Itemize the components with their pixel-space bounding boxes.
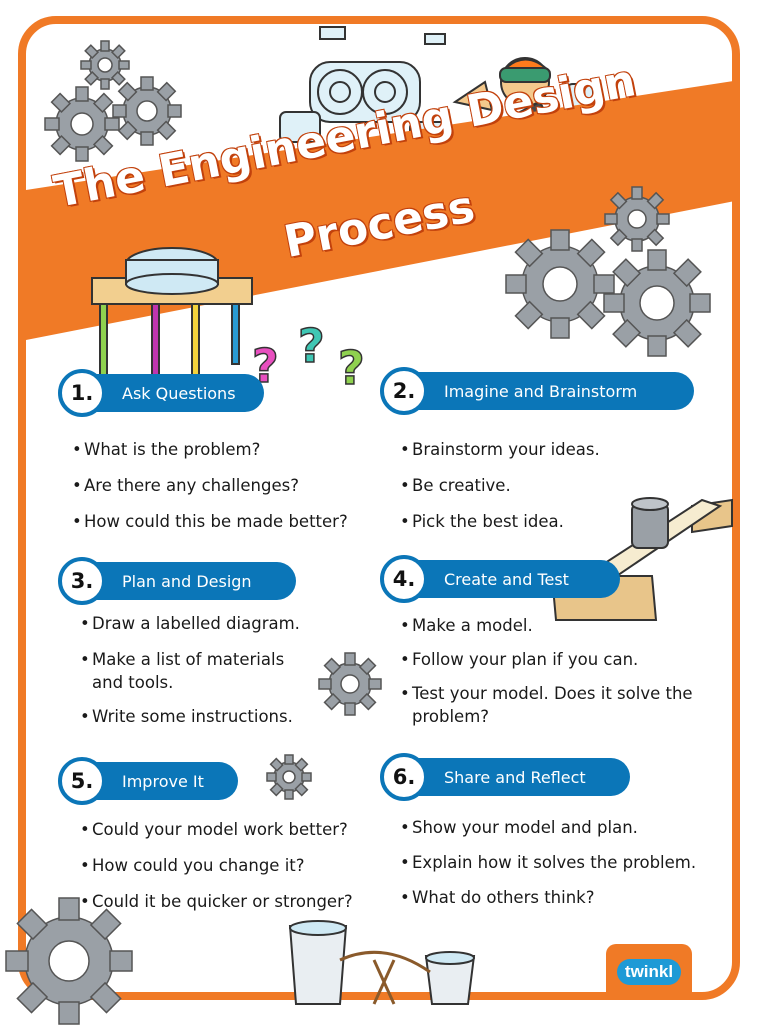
gear-icon bbox=[44, 86, 120, 162]
gear-icon bbox=[112, 76, 182, 146]
list-item: Test your model. Does it solve the probl… bbox=[400, 682, 700, 728]
gear-icon bbox=[603, 249, 711, 357]
list-item: Show your model and plan. bbox=[400, 816, 730, 839]
step-4-list: Make a model. Follow your plan if you ca… bbox=[400, 614, 700, 728]
list-item: Draw a labelled diagram. bbox=[80, 612, 320, 635]
list-item: Brainstorm your ideas. bbox=[400, 438, 730, 461]
step-5-header: 5. Improve It bbox=[58, 757, 238, 805]
step-1-header: 1. Ask Questions bbox=[58, 369, 264, 417]
step-1-list: What is the problem? Are there any chall… bbox=[72, 438, 382, 533]
table-model-illustration bbox=[91, 247, 253, 377]
step-4-number: 4. bbox=[380, 555, 428, 603]
step-5-list: Could your model work better? How could … bbox=[80, 818, 390, 913]
step-3-number: 3. bbox=[58, 557, 106, 605]
step-6-header: 6. Share and Reflect bbox=[380, 753, 630, 801]
gear-icon bbox=[5, 897, 133, 1025]
step-3-header: 3. Plan and Design bbox=[58, 557, 296, 605]
step-3-list: Draw a labelled diagram. Make a list of … bbox=[80, 612, 320, 728]
list-item: Be creative. bbox=[400, 474, 730, 497]
list-item: Make a list of materials and tools. bbox=[80, 648, 320, 694]
step-6-number: 6. bbox=[380, 753, 428, 801]
step-2-label: Imagine and Brainstorm bbox=[444, 381, 638, 401]
list-item: How could this be made better? bbox=[72, 510, 382, 533]
step-6-list: Show your model and plan. Explain how it… bbox=[400, 816, 730, 909]
gear-icon bbox=[604, 186, 670, 252]
list-item: How could you change it? bbox=[80, 854, 390, 877]
gear-icon bbox=[505, 229, 615, 339]
list-item: Could your model work better? bbox=[80, 818, 390, 841]
bridge-model-illustration bbox=[550, 497, 733, 621]
question-mark-icon: ? ? ? bbox=[251, 318, 365, 396]
step-3-label: Plan and Design bbox=[122, 571, 252, 591]
step-1-number: 1. bbox=[58, 369, 106, 417]
list-item: Write some instructions. bbox=[80, 705, 320, 728]
step-2-header: 2. Imagine and Brainstorm bbox=[380, 367, 694, 415]
step-5-number: 5. bbox=[58, 757, 106, 805]
list-item: Make a model. bbox=[400, 614, 700, 637]
step-2-number: 2. bbox=[380, 367, 428, 415]
list-item: Explain how it solves the problem. bbox=[400, 851, 730, 874]
twinkl-logo: twinkl bbox=[606, 944, 692, 1000]
step-1-label: Ask Questions bbox=[122, 383, 236, 403]
list-item: Are there any challenges? bbox=[72, 474, 382, 497]
step-5-label: Improve It bbox=[122, 771, 204, 791]
gear-icon bbox=[266, 754, 312, 800]
twinkl-logo-text: twinkl bbox=[616, 959, 682, 985]
cups-model-illustration bbox=[288, 920, 476, 1005]
list-item: Pick the best idea. bbox=[400, 510, 730, 533]
list-item: What do others think? bbox=[400, 886, 730, 909]
list-item: What is the problem? bbox=[72, 438, 382, 461]
list-item: Follow your plan if you can. bbox=[400, 648, 700, 671]
svg-text:?: ? bbox=[338, 341, 365, 395]
list-item: Could it be quicker or stronger? bbox=[80, 890, 390, 913]
step-4-header: 4. Create and Test bbox=[380, 555, 620, 603]
step-4-label: Create and Test bbox=[444, 569, 569, 589]
gear-icon bbox=[318, 652, 382, 716]
step-2-list: Brainstorm your ideas. Be creative. Pick… bbox=[400, 438, 730, 533]
svg-text:?: ? bbox=[298, 319, 325, 373]
step-6-label: Share and Reflect bbox=[444, 767, 586, 787]
